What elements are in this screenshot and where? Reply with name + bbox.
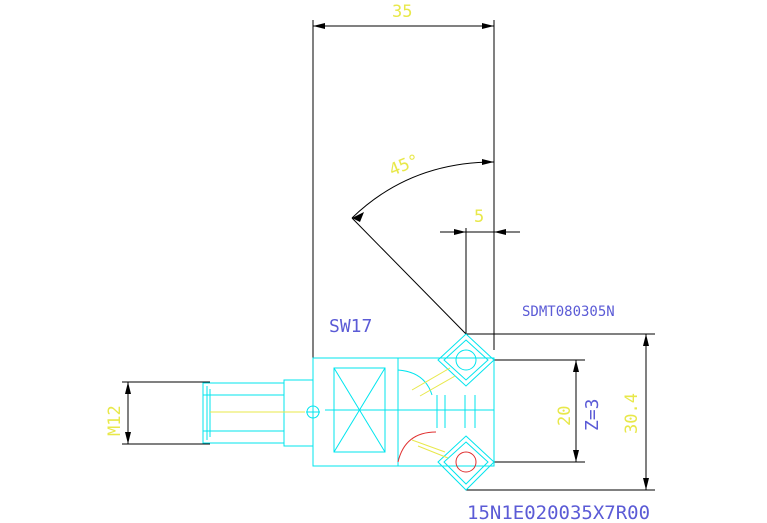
dim-spacing-20: 20 bbox=[555, 406, 575, 426]
part-number-label: 15N1E020035X7R00 bbox=[467, 502, 650, 523]
dim-height-30-4: 30.4 bbox=[622, 393, 642, 434]
dim-thread-m12: M12 bbox=[105, 405, 125, 436]
dimension-lines bbox=[122, 20, 655, 491]
dimension-arrows bbox=[125, 23, 649, 490]
hatch-lines bbox=[210, 367, 456, 459]
dim-width-35: 35 bbox=[392, 2, 412, 22]
teeth-count-label: Z=3 bbox=[582, 398, 603, 431]
tool-body bbox=[202, 333, 495, 491]
wrench-size-label: SW17 bbox=[329, 316, 372, 337]
dim-offset-5: 5 bbox=[474, 207, 484, 227]
insert-code-label: SDMT080305N bbox=[522, 304, 615, 320]
cutting-highlights bbox=[397, 431, 477, 473]
